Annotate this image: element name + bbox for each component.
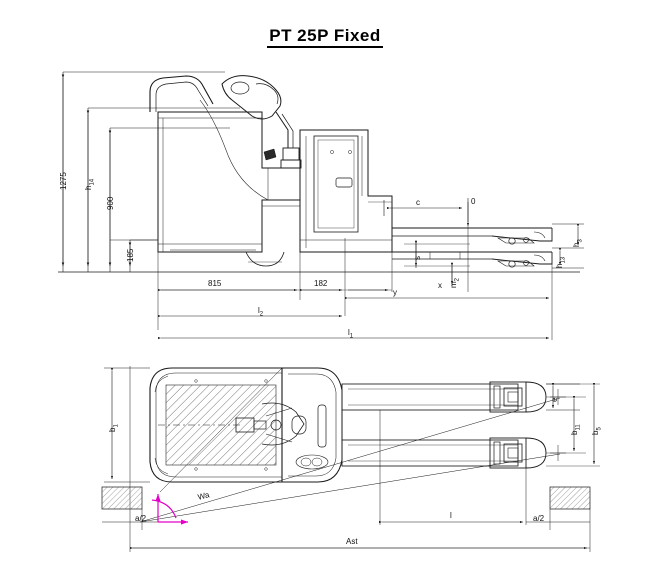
dim-label-h3: h3 (572, 239, 584, 247)
dim-label-b11: b11 (570, 424, 582, 435)
page-title: PT 25P Fixed (0, 26, 650, 48)
dim-label-l1: l1 (348, 328, 354, 340)
dim-label-c: c (416, 198, 420, 207)
dim-label-y: y (393, 288, 397, 297)
dim-label-s: s (413, 256, 422, 260)
dim-label-m2: m2 (449, 277, 461, 288)
dim-label-900: 900 (106, 196, 115, 210)
dim-label-a2-right: a/2 (533, 514, 545, 523)
dim-label-h14: h14 (84, 178, 96, 190)
dim-label-zero: 0 (471, 197, 476, 206)
dim-label-182: 182 (314, 279, 328, 288)
dim-label-1275: 1275 (59, 172, 68, 190)
dim-label-b1: b1 (108, 424, 120, 432)
dim-label-a2-left: a/2 (135, 514, 147, 523)
dim-label-l: l (450, 511, 452, 520)
page-title-text: PT 25P Fixed (267, 26, 383, 48)
dim-label-185: 185 (126, 248, 135, 262)
dim-label-x: x (438, 281, 442, 290)
dim-label-ast: Ast (346, 537, 358, 546)
dim-label-e: e (550, 397, 559, 402)
dim-label-l2: l2 (258, 306, 264, 318)
dim-label-b5: b5 (591, 427, 603, 435)
dim-label-h13: h13 (555, 256, 567, 268)
dim-label-815: 815 (208, 279, 222, 288)
